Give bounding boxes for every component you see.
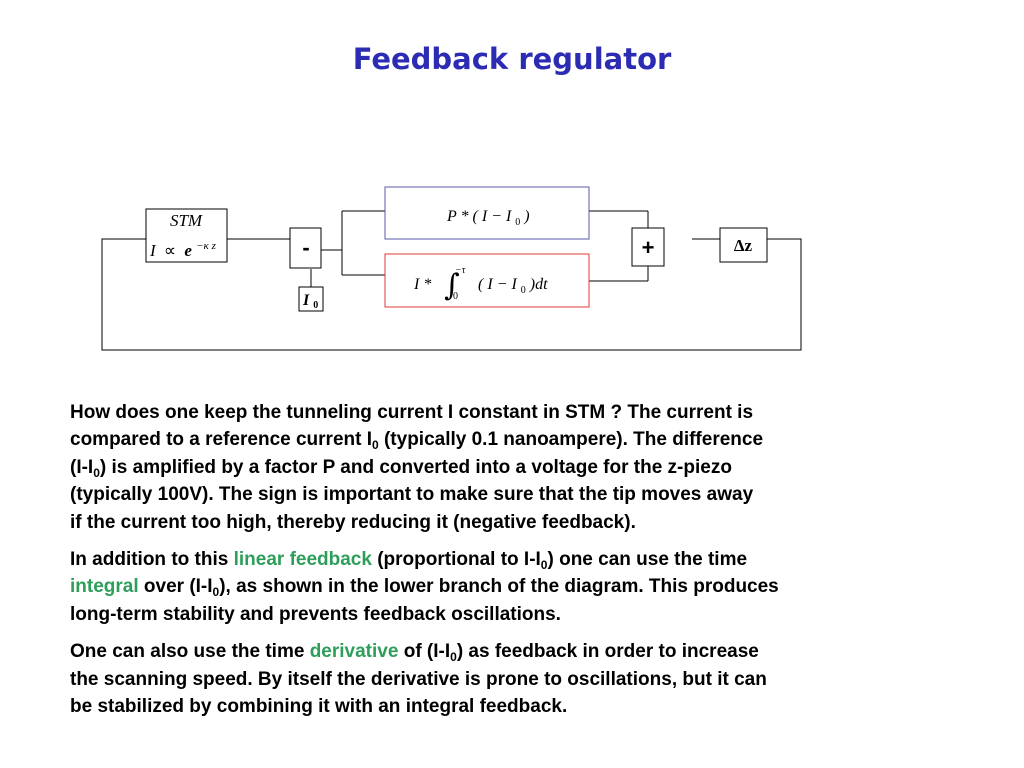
linear-feedback-highlight: linear feedback — [233, 549, 372, 571]
text-line: if the current too high, thereby reducin… — [70, 511, 636, 533]
text-line: In addition to this linear feedback (pro… — [70, 546, 950, 573]
piezo-dz-block: Δz — [719, 227, 768, 263]
explanation-text: How does one keep the tunneling current … — [70, 399, 950, 730]
text-span: ), as shown in the lower branch of the d… — [219, 576, 779, 598]
text-span: compared to a reference current I — [70, 429, 372, 451]
proportional-expression: P * ( I − I — [446, 208, 512, 225]
subscript: 0 — [540, 558, 548, 573]
subscript: 0 — [372, 438, 379, 453]
text-span: In addition to this — [70, 549, 234, 571]
plus-sign: + — [642, 235, 655, 260]
text-span: (I-I — [70, 456, 94, 478]
proportional-block: P * ( I − I 0 ) — [384, 186, 590, 240]
proportional-formula: P * ( I − I 0 ) — [446, 208, 530, 229]
page-title: Feedback regulator — [352, 42, 672, 76]
integral-close: )dt — [529, 276, 548, 293]
subscript: 0 — [212, 585, 220, 600]
paragraph-2: In addition to this linear feedback (pro… — [70, 546, 950, 628]
stm-exponent: −κ z — [196, 240, 216, 252]
text-line: integral over (I-I0), as shown in the lo… — [70, 573, 950, 600]
reference-current-symbol: I — [302, 292, 310, 309]
integral-formula: ( I − I 0 )dt — [478, 276, 548, 297]
text-line: How does one keep the tunneling current … — [70, 402, 754, 423]
proportional-subscript: 0 — [515, 217, 520, 228]
reference-current-label: I 0 — [302, 292, 318, 311]
feedback-loop-wire — [101, 238, 802, 351]
integral-sign: ∫ — [444, 268, 460, 303]
text-span: (proportional to I-I — [371, 549, 541, 571]
feedback-block-diagram: STM I ∝ e −κ z - I 0 P * ( I − I 0 ) I *… — [101, 186, 802, 351]
text-span: (typically 0.1 nanoampere). The differen… — [378, 429, 764, 451]
text-line: long-term stability and prevents feedbac… — [70, 603, 561, 625]
text-span: ) as feedback in order to increase — [456, 641, 759, 663]
integral-block: I * ∫ −τ 0 ( I − I 0 )dt — [384, 253, 590, 308]
text-span: ) one can use the time — [547, 549, 748, 571]
text-span: over (I-I — [138, 576, 213, 598]
integral-upper-limit: −τ — [455, 265, 466, 276]
text-line: the scanning speed. By itself the deriva… — [70, 668, 767, 690]
stm-label: STM — [170, 211, 203, 230]
minus-sign: - — [302, 235, 309, 260]
stm-current-symbol: I — [149, 241, 157, 260]
stm-block: STM I ∝ e −κ z — [145, 208, 228, 263]
paragraph-1: How does one keep the tunneling current … — [70, 399, 950, 536]
text-span: One can also use the time — [70, 641, 310, 663]
text-line: be stabilized by combining it with an in… — [70, 696, 568, 718]
dz-label: Δz — [734, 236, 753, 255]
text-line: One can also use the time derivative of … — [70, 638, 950, 665]
subtraction-block: - — [289, 227, 322, 269]
text-line: compared to a reference current I0 (typi… — [70, 426, 950, 453]
reference-current-subscript: 0 — [313, 300, 318, 311]
integral-lower-limit: 0 — [453, 291, 458, 302]
integral-highlight: integral — [70, 576, 139, 598]
subscript: 0 — [450, 650, 457, 665]
signal-wires — [101, 210, 802, 351]
exponential-symbol: e — [184, 241, 192, 260]
integral-subscript: 0 — [521, 285, 526, 296]
integral-expression: ( I − I — [478, 276, 517, 293]
paragraph-3: One can also use the time derivative of … — [70, 638, 950, 720]
derivative-highlight: derivative — [309, 641, 399, 663]
proportional-close: ) — [523, 208, 529, 225]
proportional-symbol: ∝ — [164, 241, 176, 260]
text-span: of (I-I — [398, 641, 451, 663]
stm-formula: I ∝ e −κ z — [149, 240, 217, 260]
text-span: ) is amplified by a factor P and convert… — [99, 456, 732, 478]
reference-current-block: I 0 — [298, 286, 324, 312]
subscript: 0 — [93, 465, 100, 480]
text-line: (I-I0) is amplified by a factor P and co… — [70, 454, 950, 481]
integral-gain: I * — [413, 276, 431, 293]
text-line: (typically 100V). The sign is important … — [70, 484, 754, 506]
adder-block: + — [631, 227, 665, 267]
